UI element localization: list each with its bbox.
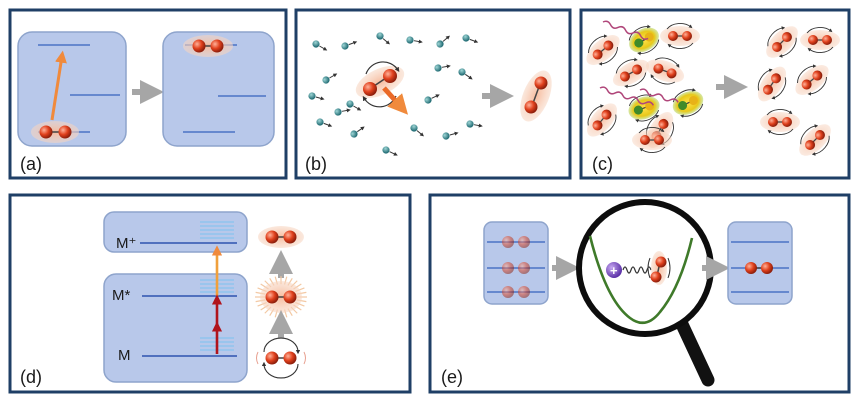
gas-particle	[434, 64, 451, 72]
gas-particle	[322, 73, 338, 84]
rotating-molecule	[757, 66, 787, 102]
faded-molecules	[502, 236, 530, 298]
atom	[383, 69, 397, 83]
atom	[524, 100, 538, 114]
atom	[58, 125, 72, 139]
rotating-molecule	[800, 27, 840, 53]
atom	[265, 230, 279, 244]
gas-particle	[312, 40, 328, 51]
panel-label-b: (b)	[305, 154, 327, 174]
panel-c: (c)	[579, 8, 851, 180]
rotating-molecule	[799, 124, 831, 156]
photon-wave	[602, 20, 649, 40]
rydberg-levels-ion	[200, 221, 234, 239]
rotating-molecule	[612, 57, 650, 89]
panel-label-c: (c)	[592, 154, 613, 174]
magnifier-handle	[673, 313, 715, 387]
ion-level-label: M⁺	[116, 235, 136, 252]
gas-particle	[436, 35, 450, 48]
atom	[655, 256, 667, 268]
ion	[606, 262, 622, 278]
molecule-ensemble	[586, 23, 840, 156]
atom	[283, 230, 297, 244]
gas-particle	[334, 108, 351, 116]
panel-label-d: (d)	[20, 367, 42, 387]
rotating-molecule	[795, 64, 829, 96]
gas-particle	[458, 68, 473, 80]
atom	[363, 82, 377, 96]
potential-well	[588, 235, 694, 325]
atom	[283, 290, 297, 304]
gas-particle	[466, 120, 483, 128]
gas-particle	[341, 41, 358, 50]
atom	[650, 271, 662, 283]
panel-b: (b)	[294, 8, 572, 180]
panel-label-a: (a)	[20, 154, 42, 174]
panel-e: + (e)	[428, 193, 851, 394]
gas-particle	[410, 124, 424, 137]
gas-particle	[462, 34, 479, 43]
photon-wave	[599, 86, 654, 106]
atom	[534, 76, 548, 90]
atom	[745, 262, 757, 274]
rotating-molecule	[587, 103, 617, 137]
atom	[761, 262, 773, 274]
photon-wave	[639, 88, 679, 103]
gas-particle	[424, 94, 440, 104]
background-gas	[308, 32, 483, 156]
panel-d: M⁺ M* M (d)	[8, 193, 412, 394]
excitation-arrow	[50, 50, 67, 121]
atom	[283, 351, 297, 365]
excited-level-label: M*	[112, 287, 130, 304]
gas-particle	[308, 92, 325, 101]
ion-charge: +	[610, 263, 618, 278]
level-box-after	[162, 31, 275, 147]
gas-particle	[346, 100, 362, 111]
spring	[622, 266, 652, 274]
rotating-molecule	[632, 127, 672, 153]
atom	[265, 290, 279, 304]
rotating-molecule	[586, 34, 620, 66]
rotation-arrow	[365, 61, 400, 75]
atom	[265, 351, 279, 365]
atom	[210, 39, 224, 53]
gas-particle	[406, 36, 423, 44]
neutral-band	[103, 273, 248, 383]
atom	[192, 39, 206, 53]
laser-excited-molecule	[672, 88, 704, 118]
gas-particle	[350, 126, 365, 138]
rotating-molecule	[766, 26, 798, 58]
atom	[39, 125, 53, 139]
gas-particle	[376, 32, 390, 45]
velocity-arrow	[382, 86, 409, 115]
gas-particle	[316, 118, 333, 127]
panel-label-e: (e)	[441, 367, 463, 387]
level-box-before	[17, 31, 127, 147]
rotating-molecule	[660, 23, 700, 49]
rotating-molecule	[645, 57, 685, 85]
panel-a: (a)	[8, 8, 288, 180]
rotating-molecule	[760, 109, 800, 135]
gas-particle	[442, 131, 459, 140]
ground-level-label: M	[118, 347, 131, 364]
gas-particle	[382, 146, 398, 156]
